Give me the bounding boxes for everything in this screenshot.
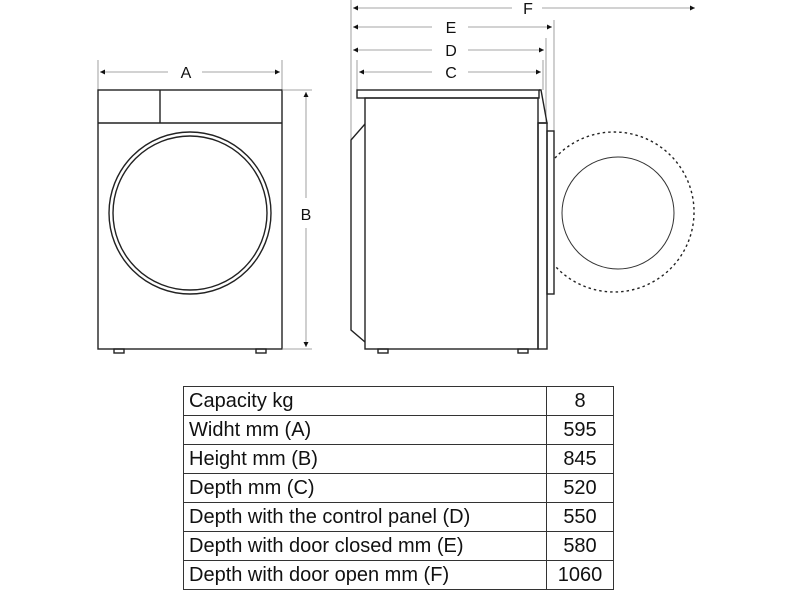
spec-label: Capacity kg — [183, 386, 547, 416]
dimension-label-e: E — [446, 20, 457, 37]
side-view: F E D C — [350, 0, 695, 354]
spec-value: 8 — [546, 386, 614, 416]
front-view: A B — [97, 60, 312, 354]
spec-value: 845 — [546, 444, 614, 474]
spec-label: Depth mm (C) — [183, 473, 547, 503]
table-row: Widht mm (A)595 — [183, 415, 614, 445]
table-row: Depth mm (C)520 — [183, 473, 614, 503]
spec-label: Widht mm (A) — [183, 415, 547, 445]
dimension-drawing: A B F E D C — [97, 0, 695, 354]
spec-label: Height mm (B) — [183, 444, 547, 474]
spec-value: 520 — [546, 473, 614, 503]
spec-label: Depth with door closed mm (E) — [183, 531, 547, 561]
table-row: Depth with the control panel (D)550 — [183, 502, 614, 532]
dimension-label-f: F — [523, 1, 533, 18]
spec-label: Depth with the control panel (D) — [183, 502, 547, 532]
spec-value: 595 — [546, 415, 614, 445]
spec-value: 550 — [546, 502, 614, 532]
spec-value: 580 — [546, 531, 614, 561]
table-row: Height mm (B)845 — [183, 444, 614, 474]
dimension-label-a: A — [181, 65, 192, 82]
table-row: Depth with door open mm (F)1060 — [183, 560, 614, 590]
spec-value: 1060 — [546, 560, 614, 590]
dimension-label-b: B — [301, 207, 312, 224]
spec-label: Depth with door open mm (F) — [183, 560, 547, 590]
dimension-label-d: D — [445, 43, 457, 60]
table-row: Depth with door closed mm (E)580 — [183, 531, 614, 561]
dimension-label-c: C — [445, 65, 457, 82]
